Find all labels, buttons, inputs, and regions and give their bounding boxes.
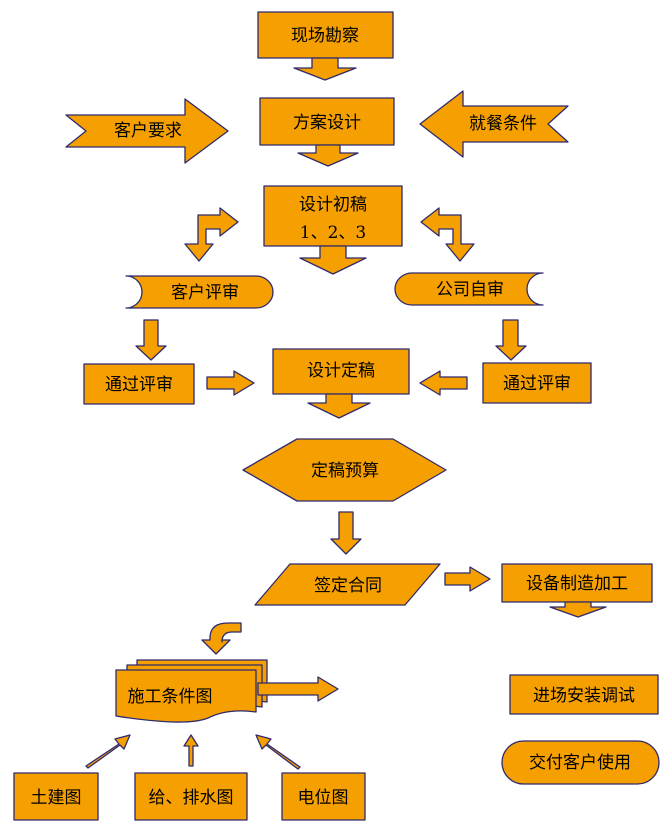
final-budget-label: 定稿预算	[311, 461, 379, 481]
water-drawing-node: 给、排水图	[134, 772, 248, 821]
draft-design-title: 设计初稿	[299, 195, 367, 215]
bent-arrow-right	[420, 207, 475, 262]
sign-contract-label: 签定合同	[314, 576, 382, 596]
arrow-down-4	[307, 393, 371, 419]
equipment-manufacturing-node: 设备制造加工	[501, 563, 653, 603]
construction-drawings-node: 施工条件图	[115, 659, 268, 723]
electrical-drawing-node: 电位图	[281, 772, 366, 821]
arrow-down-2	[297, 144, 359, 167]
pass-review-right-label: 通过评审	[503, 374, 571, 394]
dining-conditions-node: 就餐条件	[419, 90, 569, 158]
arrow-down-6	[549, 601, 607, 618]
civil-drawing-node: 土建图	[13, 772, 99, 821]
site-survey-label: 现场勘察	[291, 26, 359, 46]
customer-requirements-label: 客户要求	[114, 121, 182, 141]
site-survey-node: 现场勘察	[257, 11, 394, 59]
construction-drawings-label: 施工条件图	[128, 687, 213, 707]
arrow-right-from-drawings	[257, 676, 339, 702]
draft-design-versions: 1、2、3	[300, 223, 366, 243]
curved-arrow-to-drawings	[201, 622, 242, 655]
deliver-to-customer-label: 交付客户使用	[529, 752, 631, 773]
scheme-design-node: 方案设计	[259, 97, 395, 146]
arrow-up-center	[183, 734, 199, 767]
electrical-drawing-label: 电位图	[298, 788, 349, 808]
civil-drawing-label: 土建图	[31, 788, 82, 808]
water-drawing-label: 给、排水图	[149, 788, 234, 808]
arrow-down-1	[293, 57, 357, 81]
arrow-right-to-equipment	[444, 566, 491, 592]
arrow-down-5	[330, 511, 362, 555]
pass-review-right-node: 通过评审	[482, 362, 592, 404]
final-budget-node: 定稿预算	[242, 438, 447, 502]
company-review-node: 公司自审	[394, 272, 544, 306]
company-review-label: 公司自审	[436, 280, 504, 300]
equipment-manufacturing-label: 设备制造加工	[526, 574, 628, 594]
scheme-design-label: 方案设计	[293, 113, 361, 133]
arrow-right-to-final	[206, 370, 255, 396]
draft-design-node: 设计初稿 1、2、3	[263, 185, 403, 247]
arrow-down-right-review	[495, 319, 527, 361]
onsite-installation-node: 进场安装调试	[509, 674, 659, 715]
sign-contract-node: 签定合同	[254, 563, 441, 606]
dining-conditions-label: 就餐条件	[469, 114, 537, 134]
customer-requirements-node: 客户要求	[65, 98, 229, 164]
arrow-down-left-review	[135, 319, 167, 361]
bent-arrow-left	[184, 207, 239, 262]
onsite-installation-label: 进场安装调试	[533, 686, 635, 706]
customer-review-node: 客户评审	[125, 275, 274, 309]
arrow-diag-left	[85, 734, 131, 769]
final-design-label: 设计定稿	[307, 361, 375, 381]
pass-review-left-label: 通过评审	[105, 375, 173, 395]
arrow-diag-right	[255, 734, 301, 770]
customer-review-label: 客户评审	[171, 283, 239, 303]
arrow-left-to-final	[419, 370, 468, 396]
pass-review-left-node: 通过评审	[83, 363, 195, 405]
deliver-to-customer-node: 交付客户使用	[501, 740, 660, 785]
final-design-node: 设计定稿	[272, 348, 410, 395]
arrow-down-3	[299, 245, 367, 275]
